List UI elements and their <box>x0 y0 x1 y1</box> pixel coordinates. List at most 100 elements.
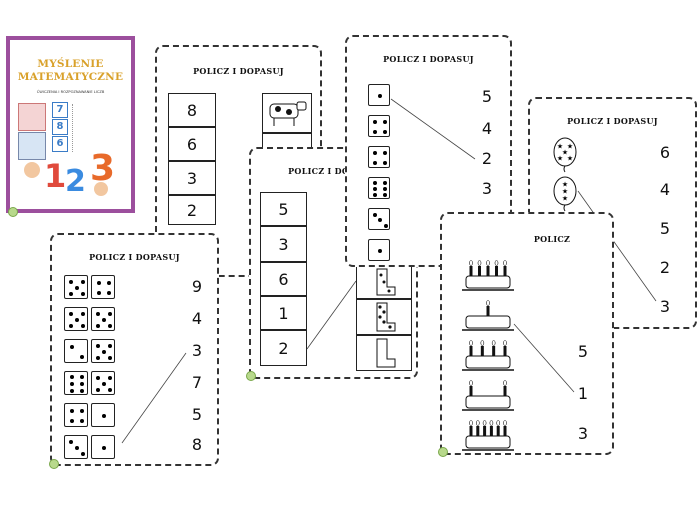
cow-icon <box>269 101 307 126</box>
star-icon: ★ <box>562 181 568 189</box>
pip <box>75 446 79 450</box>
cover-kid-illustration <box>94 182 108 196</box>
pip <box>69 408 74 413</box>
number-label: 7 <box>191 373 203 392</box>
book-subtitle: ĆWICZENIA I ROZPOZNAWANIE LICZB <box>36 90 105 94</box>
worksheet-title: POLICZ I DOPASUJ <box>288 166 379 176</box>
flame-icon <box>469 340 473 346</box>
number-cell: 8 <box>168 93 216 127</box>
match-line <box>577 190 657 302</box>
candle <box>469 346 473 356</box>
die <box>91 371 115 395</box>
pip <box>69 419 74 424</box>
die <box>368 115 390 137</box>
boot-icon <box>376 338 396 368</box>
star-icon: ★ <box>562 149 568 157</box>
worksheet-title: POLICZ I DOPASUJ <box>567 116 658 126</box>
pip <box>382 187 387 191</box>
candle <box>469 266 473 276</box>
pip <box>81 452 85 456</box>
cover-dice-illustration <box>18 103 46 131</box>
pip <box>382 160 387 165</box>
pip <box>81 312 85 316</box>
number-label: 4 <box>191 309 203 328</box>
boot-picture-cell <box>356 265 412 299</box>
candle <box>495 266 498 276</box>
pip <box>102 350 106 354</box>
flame-icon <box>494 260 499 266</box>
number-cell: 5 <box>260 192 307 226</box>
number-cell: 6 <box>260 262 307 296</box>
candle <box>492 346 496 356</box>
mascot-icon <box>246 371 256 381</box>
flame-icon <box>489 420 494 426</box>
pip <box>102 382 106 386</box>
cover-digit-1: 1 <box>44 157 67 195</box>
pip <box>80 388 85 393</box>
flame-icon <box>503 260 507 266</box>
number-label: 3 <box>577 424 589 443</box>
flame-icon <box>469 260 473 266</box>
pip <box>75 318 79 322</box>
pip <box>81 324 85 328</box>
flame-icon <box>503 340 507 346</box>
cover-number-tile: 8 <box>52 119 68 135</box>
worksheet-dice-pairs: POLICZ I DOPASUJ 9 4 3 7 5 8 <box>49 233 219 469</box>
cow-picture-cell <box>262 93 312 133</box>
number-cell: 6 <box>168 127 216 161</box>
pip <box>96 291 101 296</box>
flame-icon <box>496 420 501 426</box>
die <box>64 275 88 299</box>
match-line <box>306 280 357 350</box>
pip <box>80 355 85 360</box>
flame-icon <box>491 340 496 346</box>
boot-picture-cell <box>356 335 412 371</box>
worksheet-cakes: POLICZ 5 1 3 <box>438 212 614 457</box>
pip <box>80 382 85 386</box>
pip <box>382 180 387 185</box>
boot-picture-cell <box>356 299 412 335</box>
pip <box>80 419 85 424</box>
pip <box>80 375 85 380</box>
die <box>91 307 115 331</box>
pip <box>96 324 100 328</box>
pip <box>373 160 378 165</box>
number-label: 2 <box>481 149 493 168</box>
flame-icon <box>486 300 490 306</box>
die <box>368 146 390 168</box>
number-label: 1 <box>577 384 589 403</box>
number-label: 5 <box>191 405 203 424</box>
die <box>368 239 390 261</box>
pip <box>69 324 73 328</box>
candle <box>503 386 507 396</box>
match-line <box>390 98 476 160</box>
die <box>64 339 88 363</box>
number-label: 2 <box>659 258 671 277</box>
die <box>64 371 88 395</box>
die <box>91 435 115 459</box>
match-line <box>513 323 575 393</box>
cake-icon <box>462 340 514 371</box>
pip <box>96 356 100 360</box>
candle <box>489 426 493 436</box>
candle <box>503 266 507 276</box>
pip <box>373 151 378 156</box>
pip <box>80 408 85 413</box>
pip <box>69 440 73 444</box>
number-label: 4 <box>659 180 671 199</box>
candle <box>469 426 473 436</box>
pip <box>102 318 106 322</box>
number-label: 8 <box>191 435 203 454</box>
pip <box>75 286 79 290</box>
die <box>91 275 115 299</box>
candle <box>496 426 500 436</box>
pip <box>382 120 387 125</box>
die <box>91 339 115 363</box>
candle <box>478 266 481 276</box>
pip <box>102 446 106 450</box>
number-label: 5 <box>577 342 589 361</box>
flame-icon <box>469 380 473 386</box>
cake-icon <box>462 300 514 331</box>
pip <box>102 414 106 418</box>
cover-number-tile: 7 <box>52 102 68 118</box>
